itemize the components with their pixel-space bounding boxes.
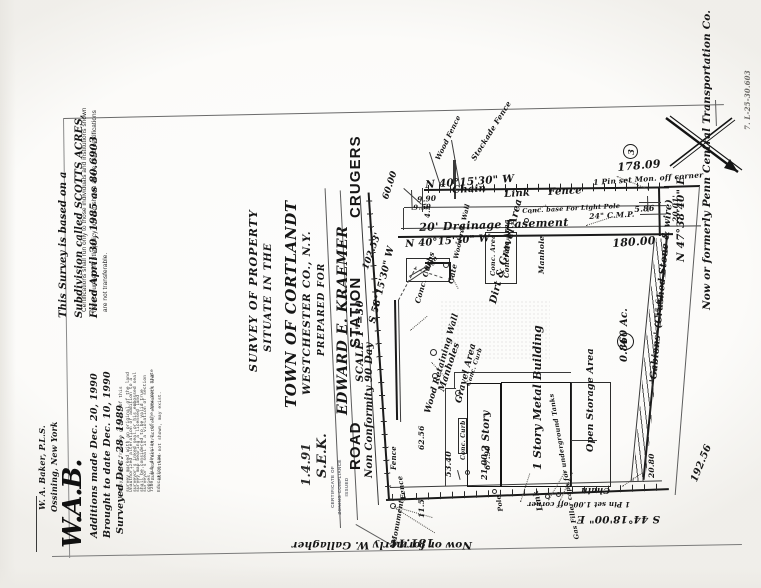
title-line-1: SURVEY OF PROPERTY bbox=[247, 209, 260, 372]
distance-north-tie: 5.86 bbox=[633, 202, 655, 214]
bearing-south: S 44°18'00" E bbox=[576, 513, 660, 525]
distance-west-upper: 60.00 bbox=[381, 169, 400, 201]
gas-cap-icon-2 bbox=[556, 492, 561, 497]
feature-chain: Chain bbox=[451, 183, 487, 196]
feature-wood-fence: Wood Fence bbox=[433, 113, 463, 162]
signature-underline bbox=[36, 496, 37, 552]
tie-ne-short2 bbox=[639, 202, 661, 204]
title-line-4: WESTCHESTER CO., N.Y. bbox=[301, 230, 313, 395]
scan-stray-mark-right: 7. L-25-30.603 bbox=[743, 70, 752, 130]
sheet-frame-top bbox=[64, 104, 724, 119]
zoning-stamp-date: 1.4.91 bbox=[299, 443, 313, 486]
distance-north-upper: 178.09 bbox=[616, 157, 662, 174]
street-name-word-2: STATION bbox=[347, 276, 364, 348]
title-line-3: TOWN OF CORTLANDT bbox=[282, 200, 300, 408]
feature-chain-south: Chain bbox=[581, 485, 610, 495]
easement-label: 20' Drainage Easement bbox=[418, 215, 569, 234]
parcel-area-label: 0.860 Ac. bbox=[619, 308, 630, 362]
apron-step bbox=[446, 388, 456, 390]
distance-building-tie: 53.40 bbox=[443, 450, 453, 477]
gravel-stipple bbox=[440, 300, 550, 360]
conc-curb-leader bbox=[457, 470, 461, 480]
distance-corner-tie-2: 9.50 bbox=[412, 201, 432, 212]
manhole-icon-3 bbox=[455, 390, 461, 396]
conc-base-light-pole-icon bbox=[524, 218, 529, 223]
gas-cap-icon-1 bbox=[545, 494, 550, 499]
manhole-icon-5 bbox=[443, 262, 449, 268]
building-metal bbox=[501, 382, 571, 487]
zoning-stamp-initials: S.E.K. bbox=[315, 433, 330, 478]
nw-tie-3 bbox=[402, 208, 404, 230]
abutting-lot-badge: 3 bbox=[623, 144, 638, 159]
scan-edge-bottom bbox=[0, 566, 761, 588]
abutter-north-label: Now or formerly Penn Central Transportat… bbox=[701, 9, 713, 310]
manhole-icon-1 bbox=[430, 349, 437, 356]
apron-west bbox=[453, 372, 455, 388]
feature-fence-west: Fence bbox=[389, 446, 398, 470]
feature-fence-north: Fence bbox=[547, 185, 583, 198]
distance-south-tie: 11.5 bbox=[417, 498, 426, 518]
monument-icon-sw bbox=[390, 503, 396, 509]
abutting-lot-label: 3 bbox=[625, 148, 636, 155]
date-additions: Additions made Dec. 20, 1990 bbox=[89, 373, 100, 538]
manhole-icon-4 bbox=[465, 470, 470, 475]
distance-west-line-tie: 62.56 bbox=[417, 425, 426, 451]
storage-divider bbox=[571, 440, 597, 442]
wood-ret-wall-upper bbox=[425, 262, 451, 264]
apron-north bbox=[455, 372, 571, 374]
north-arrow bbox=[660, 110, 750, 180]
surveyor-signature: W.A.B. bbox=[58, 459, 88, 548]
wood-retaining-wall-2 bbox=[398, 300, 402, 422]
zoning-stamp-line3: ISSUED bbox=[343, 477, 349, 497]
open-storage-area bbox=[571, 382, 611, 487]
leader-woodwall bbox=[410, 315, 428, 331]
feature-gate: Gate bbox=[446, 262, 460, 285]
zoning-stamp-line2: ZONING COMPLIANCE bbox=[336, 459, 342, 515]
utility-pole-icon bbox=[492, 489, 497, 494]
street-annotation: Non Conformity 90 Day bbox=[364, 342, 375, 478]
lot-number-badge: 4 bbox=[617, 333, 634, 350]
zoning-stamp-line1: CERTIFICATE OF bbox=[330, 466, 335, 508]
feature-pole: Pole bbox=[494, 494, 505, 513]
manhole-icon-2 bbox=[432, 373, 438, 379]
abutter-south-label: Now or formerly W. Gallagher bbox=[291, 539, 472, 551]
surveyor-location: Ossining, New York bbox=[49, 421, 59, 512]
scan-edge-left bbox=[0, 0, 16, 588]
feature-cmp: 24" C.M.P. bbox=[589, 209, 635, 221]
title-line-5: PREPARED FOR bbox=[317, 262, 327, 356]
zoning-stamp: CERTIFICATE OF ZONING COMPLIANCE ISSUED bbox=[330, 454, 351, 520]
building-label-storage: Open Storage Area bbox=[585, 348, 596, 452]
surveyor-name: W. A. Baker, P.L.S. bbox=[37, 425, 47, 510]
title-line-2: SITUATE IN THE bbox=[263, 242, 274, 352]
street-name-word-1: CRUGERS bbox=[347, 135, 364, 218]
feature-fence-west-2: Fence bbox=[394, 475, 408, 501]
building-label-2story: 2 Story bbox=[481, 410, 492, 452]
date-brought-to-date: Brought to date Dec. 10, 1990 bbox=[102, 371, 113, 538]
feature-conc-curb-bldg: Conc. Curb bbox=[460, 420, 467, 460]
feature-manhole-north: Manhole bbox=[537, 235, 546, 274]
conc-stoop bbox=[458, 418, 467, 454]
concrete-area-box bbox=[485, 232, 517, 284]
building-label-metal: 1 Story Metal Building bbox=[531, 325, 544, 470]
distance-north-lower: 180.00 bbox=[611, 233, 657, 250]
subdivision-note: This Survey is based on a Subdivision ca… bbox=[58, 114, 100, 318]
distance-east-tie: 20.80 bbox=[647, 453, 656, 479]
distance-east-lower: 192.56 bbox=[689, 443, 715, 484]
date-surveyed: Surveyed Dec. 28, 1989 bbox=[115, 404, 126, 534]
building-2story bbox=[467, 383, 501, 487]
